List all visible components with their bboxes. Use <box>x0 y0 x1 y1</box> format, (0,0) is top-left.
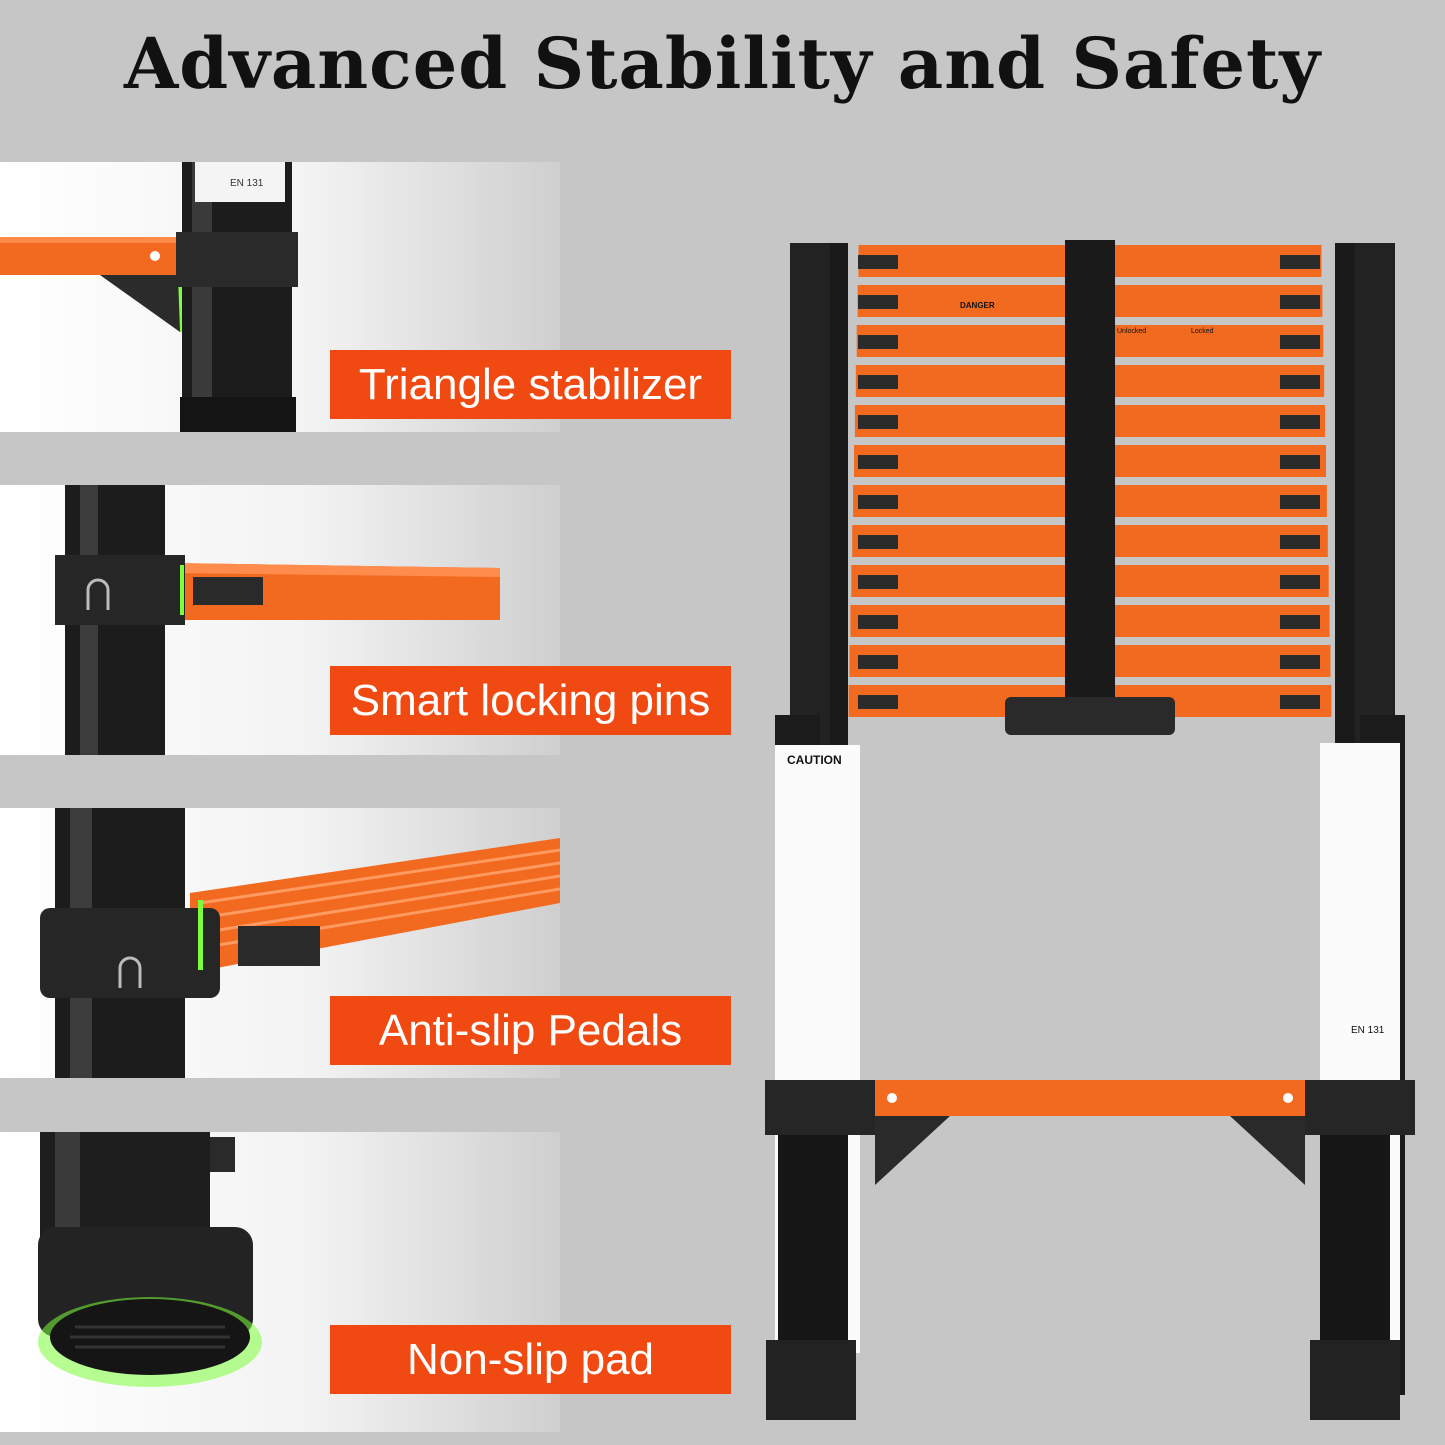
locked-label: Locked <box>1191 328 1214 335</box>
locking-pin <box>858 375 898 389</box>
locking-pin <box>1280 495 1320 509</box>
anti-slip-pedals-label: Anti-slip Pedals <box>330 996 731 1065</box>
locking-pin <box>858 655 898 669</box>
locking-pin <box>858 295 898 309</box>
unlocked-label: Unlocked <box>1117 328 1147 335</box>
locking-pin <box>1280 655 1320 669</box>
smart-locking-pins-image <box>55 485 500 755</box>
en131-text: EN 131 <box>230 178 264 189</box>
locking-pin <box>858 575 898 589</box>
locking-pin <box>1280 575 1320 589</box>
ladder-drawing <box>765 240 1415 1420</box>
telescopic-ladder-image: CAUTION DANGER EN 131 Locked Unlocked <box>760 235 1425 1430</box>
smart-locking-pins-label: Smart locking pins <box>330 666 731 735</box>
locking-pin <box>858 695 898 709</box>
locking-pin <box>1280 455 1320 469</box>
locking-pin <box>858 255 898 269</box>
feature-panel-smart-locking-pins <box>0 485 560 755</box>
locking-pin <box>858 455 898 469</box>
triangle-stabilizer-label: Triangle stabilizer <box>330 350 731 419</box>
caution-heading: CAUTION <box>787 753 842 767</box>
non-slip-pad-image <box>38 1132 262 1387</box>
locking-pin <box>1280 695 1320 709</box>
locking-pin <box>1280 615 1320 629</box>
locking-pin <box>858 615 898 629</box>
danger-label: DANGER <box>960 301 995 310</box>
locking-pin <box>858 535 898 549</box>
feature-panel-triangle-stabilizer: EN 131 <box>0 162 560 432</box>
locking-pin <box>1280 255 1320 269</box>
locking-pin <box>1280 535 1320 549</box>
locking-pin <box>858 495 898 509</box>
triangle-stabilizer-image: EN 131 <box>0 162 298 432</box>
locking-pin <box>1280 415 1320 429</box>
locking-pin <box>1280 335 1320 349</box>
locking-pin <box>858 415 898 429</box>
page-title: Advanced Stability and Safety <box>123 22 1322 105</box>
non-slip-pad-label: Non-slip pad <box>330 1325 731 1394</box>
anti-slip-pedals-image <box>40 808 560 1078</box>
locking-pin <box>1280 295 1320 309</box>
locking-pin <box>858 335 898 349</box>
locking-pin <box>1280 375 1320 389</box>
standard-label: EN 131 <box>1351 1025 1385 1036</box>
